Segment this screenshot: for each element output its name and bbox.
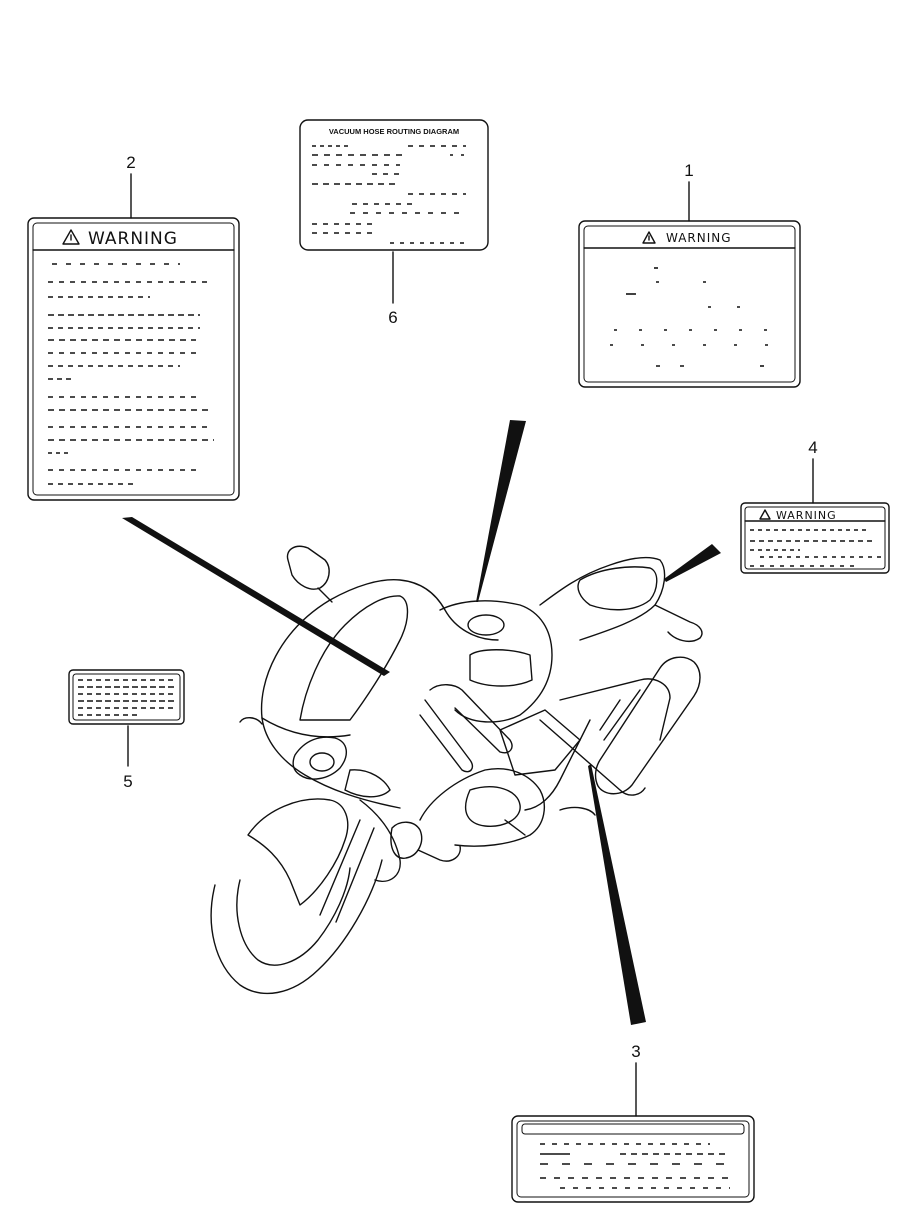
warning-triangle-icon (642, 231, 656, 244)
warning-triangle-icon (759, 509, 771, 520)
label-2-warning[interactable]: 2 WARNING (27, 153, 240, 501)
label-6-vacuum-hose-diagram[interactable]: VACUUM HOSE ROUTING DIAGRAM 6 (299, 119, 489, 327)
pointer-wedges (122, 420, 721, 1025)
callout-2: 2 (126, 153, 135, 172)
callout-3: 3 (631, 1042, 640, 1061)
label-4-body-lines (750, 529, 884, 567)
callout-6: 6 (388, 308, 397, 327)
callout-4: 4 (808, 438, 817, 457)
label-1-body-lines (610, 267, 768, 367)
label-3-body-lines (540, 1143, 730, 1189)
label-1-header: WARNING (666, 231, 732, 245)
motorcycle-illustration (210, 545, 703, 995)
label-5-body-lines (78, 679, 176, 716)
label-6-title: VACUUM HOSE ROUTING DIAGRAM (329, 127, 459, 136)
label-2-header: WARNING (88, 229, 178, 249)
label-4-warning[interactable]: 4 WARNING (740, 438, 890, 574)
warning-triangle-icon (62, 229, 80, 245)
label-1-warning[interactable]: 1 WARNING (578, 161, 801, 388)
callout-5: 5 (123, 772, 132, 791)
label-4-header: WARNING (776, 509, 837, 522)
label-6-body-lines (312, 145, 466, 244)
label-5[interactable]: 5 (68, 669, 185, 791)
callout-1: 1 (684, 161, 693, 180)
label-3[interactable]: 3 (511, 1042, 755, 1203)
label-2-body-lines (48, 263, 214, 485)
